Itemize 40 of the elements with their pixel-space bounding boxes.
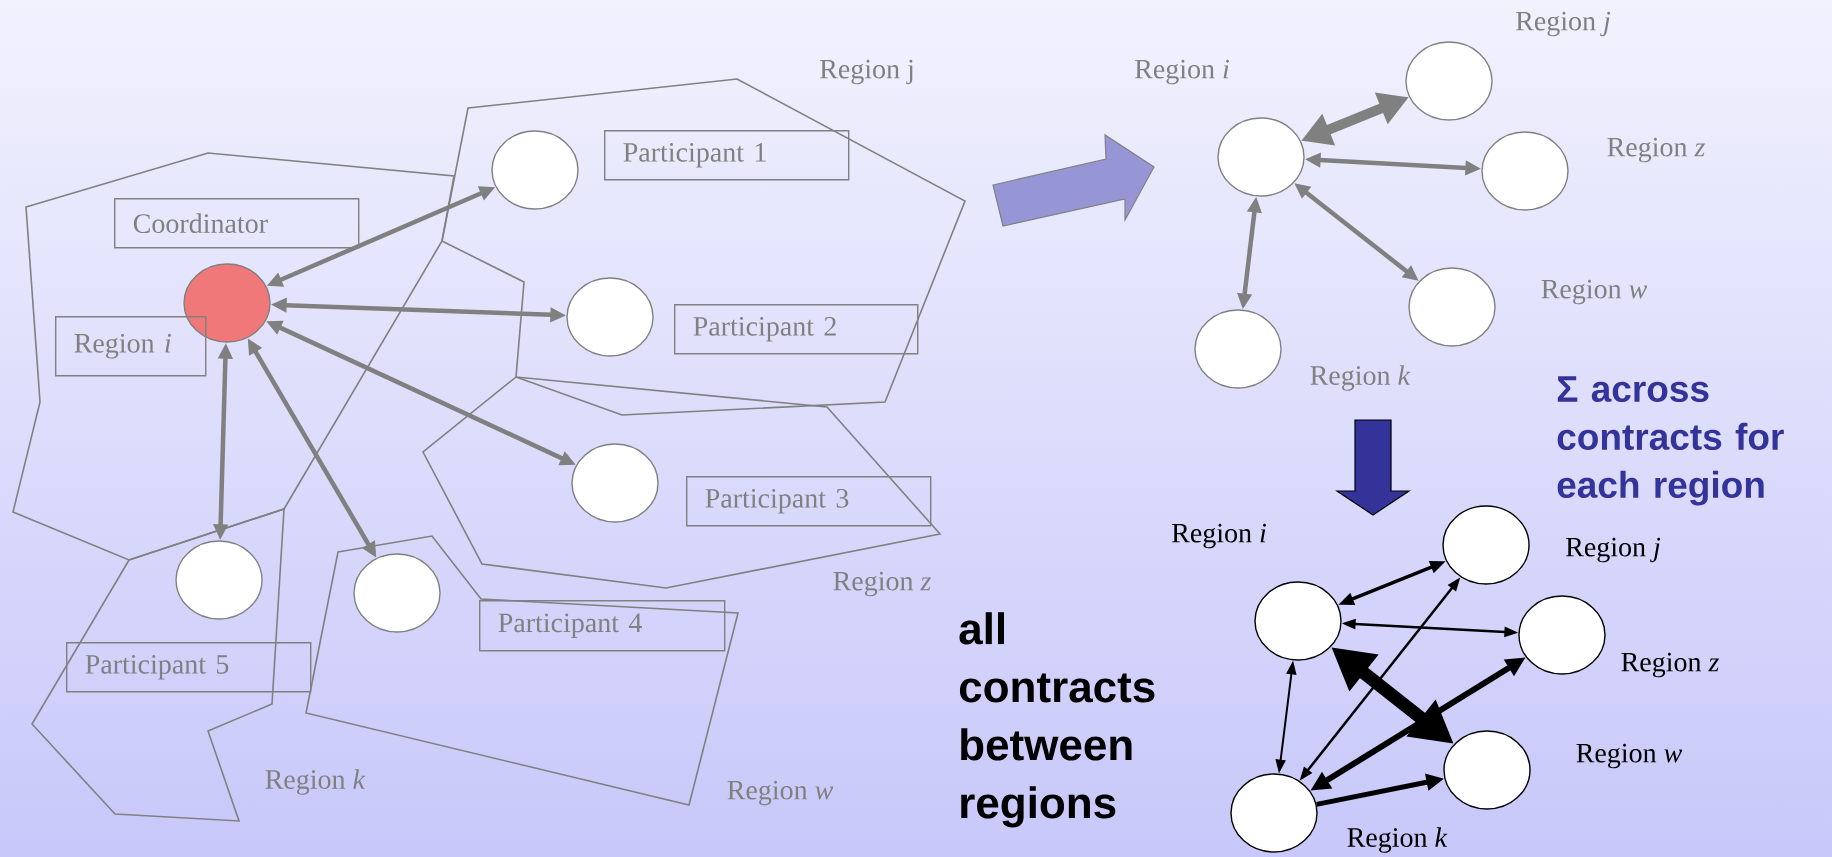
region-label: Region z xyxy=(833,571,931,597)
region-label: Region i xyxy=(1172,523,1266,549)
region-outline xyxy=(12,152,455,561)
circle xyxy=(1254,581,1342,661)
circle xyxy=(1217,117,1305,197)
circle xyxy=(491,130,579,210)
region-label: Regionj xyxy=(1515,11,1611,37)
label-box: Region i xyxy=(55,316,207,377)
label-box: Participant 4 xyxy=(479,600,726,652)
circle xyxy=(1443,730,1531,810)
circle xyxy=(1408,267,1496,347)
circle xyxy=(1481,131,1569,211)
note-text: Σ across contracts for each region xyxy=(1557,376,1784,506)
circle xyxy=(1194,309,1282,389)
region-label: Region z xyxy=(1607,137,1705,163)
circle xyxy=(1518,595,1606,675)
region-label: Region j xyxy=(820,59,913,85)
label-box: Participant 1 xyxy=(604,130,850,181)
region-label: Region k xyxy=(265,769,366,795)
label-box: Participant 3 xyxy=(686,476,932,527)
circle xyxy=(1230,773,1318,853)
label-box: Participant 2 xyxy=(674,304,919,355)
note-text: all contracts between regions xyxy=(959,612,1155,828)
circle xyxy=(571,443,659,523)
circle xyxy=(566,277,654,357)
circle xyxy=(175,540,263,620)
region-label: Region k xyxy=(1347,827,1448,853)
circle xyxy=(1442,505,1530,585)
label-box: Coordinator xyxy=(114,198,360,249)
circle xyxy=(183,263,271,343)
region-label: Region i xyxy=(1135,59,1229,85)
circle xyxy=(353,553,441,633)
region-label: Region k xyxy=(1310,365,1411,391)
circle xyxy=(1405,41,1493,121)
region-label: Region w xyxy=(1541,279,1648,305)
region-label: Region z xyxy=(1621,652,1719,678)
region-label: Regionj xyxy=(1565,537,1661,563)
region-label: Region w xyxy=(727,780,834,806)
region-label: Region w xyxy=(1576,743,1683,769)
label-box: Participant 5 xyxy=(66,642,312,693)
